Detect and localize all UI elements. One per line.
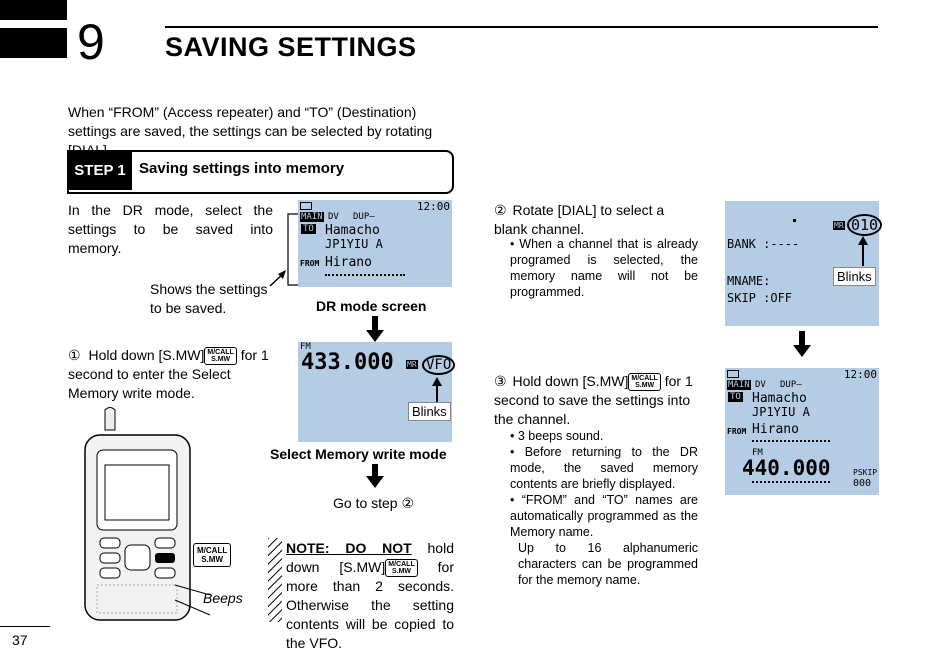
callout-text: Shows the settings to be saved. — [150, 281, 268, 316]
step1-text-b: for 1 second to enter the Select Memory … — [68, 347, 269, 402]
chapter-tab — [0, 28, 67, 58]
step3-bullets: • 3 beeps sound. • Before returning to t… — [510, 428, 698, 588]
step-title: Saving settings into memory — [139, 160, 345, 177]
step2-instruction: ② Rotate [DIAL] to select a blank channe… — [494, 202, 665, 237]
list-item: • Before returning to the DR mode, the s… — [510, 445, 698, 491]
radio-illustration — [84, 407, 211, 621]
step1-number: ① — [68, 347, 81, 363]
page-title: SAVING SETTINGS — [165, 32, 417, 62]
step1-text-a: Hold down [S.MW] — [88, 347, 205, 363]
callout-arrow-icon — [269, 270, 286, 287]
list-item: • 3 beeps sound. — [510, 429, 604, 443]
saved-screen: 12:00 MAIN DV DUP– TO Hamacho JP1YIU A F… — [725, 368, 879, 495]
title-rule — [165, 26, 878, 28]
bank-screen: MR 010 BANK :---- Blinks MNAME: SKIP :OF… — [725, 201, 883, 326]
goto-step: Go to step ② — [333, 495, 415, 511]
arrow-stem-2 — [372, 464, 378, 478]
note-label: NOTE: DO NOT — [286, 540, 412, 556]
step-label: STEP 1 — [68, 152, 132, 190]
page-number: 37 — [12, 632, 28, 648]
dr-caption: DR mode screen — [316, 298, 427, 314]
select-memory-screen: FM 433.000 MR VFO Blinks — [298, 342, 456, 442]
page-rule — [0, 626, 50, 627]
down-arrow-icon-2 — [366, 476, 384, 488]
down-arrow-icon-3 — [793, 345, 811, 357]
note-hatch-icon — [268, 538, 282, 622]
left-para: In the DR mode, select the settings to b… — [68, 202, 273, 256]
step2-bullet: • When a channel that is already program… — [510, 237, 698, 299]
arrow-stem — [372, 316, 378, 332]
down-arrow-icon — [366, 330, 384, 342]
bracket-icon — [287, 213, 298, 286]
beeps-label: Beeps — [203, 590, 243, 606]
battery-icon — [300, 202, 312, 210]
select-caption: Select Memory write mode — [270, 446, 447, 462]
chapter-number: 9 — [77, 14, 105, 70]
dr-mode-screen: 12:00 MAIN DV DUP– TO Hamacho JP1YIU A F… — [298, 200, 452, 287]
chapter-tab-top — [0, 0, 67, 20]
list-item: • “FROM” and “TO” names are automaticall… — [510, 493, 698, 539]
step3-extra: Up to 16 alphanumeric characters can be … — [518, 541, 698, 587]
arrow-stem-3 — [799, 331, 805, 347]
